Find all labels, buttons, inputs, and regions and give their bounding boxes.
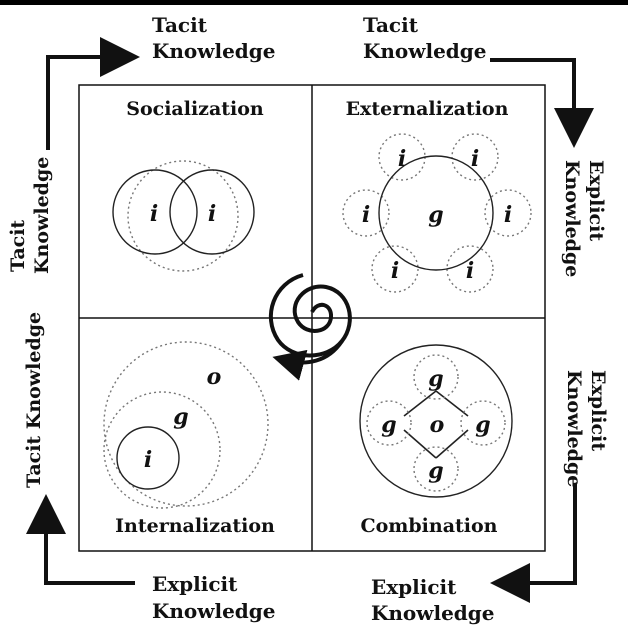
int-group-circle — [103, 391, 221, 509]
socialization-group-circle — [127, 160, 239, 272]
comb-node-circle-top — [413, 354, 459, 400]
int-letter-i: i — [144, 447, 152, 473]
quadrant-title-internalization: Internalization — [115, 515, 275, 537]
ext-satellite-circle-3 — [342, 189, 390, 237]
side-label-right-upper-line1: Explicit — [585, 160, 607, 241]
int-letter-g: g — [173, 404, 188, 430]
corner-label-top-right-line1: Tacit — [363, 13, 419, 37]
side-label-right-lower-line2: Knowledge — [563, 370, 585, 487]
int-individual-circle — [116, 426, 180, 490]
comb-node-circle-right — [460, 400, 506, 446]
comb-edge-top-right — [435, 390, 469, 417]
corner-label-top-left-line1: Tacit — [152, 13, 208, 37]
corner-label-top-right-line2: Knowledge — [363, 39, 487, 63]
socialization-individual-circle-right — [169, 169, 255, 255]
side-label-right-upper-line2: Knowledge — [561, 160, 583, 277]
quadrant-title-socialization: Socialization — [126, 98, 264, 120]
arrow-top-right — [490, 58, 594, 148]
center-spiral-tail — [272, 339, 344, 381]
top-border-bar — [0, 0, 628, 5]
internalization-figure: o g i — [103, 341, 269, 509]
ext-group-circle — [378, 155, 494, 271]
ext-center-letter-g: g — [428, 202, 443, 228]
ext-satellite-letter-1: i — [398, 146, 406, 172]
socialization-letter-i-right: i — [208, 201, 216, 227]
int-letter-o: o — [207, 364, 222, 390]
ext-satellite-circle-5 — [371, 245, 419, 293]
comb-edge-bottom-right — [435, 429, 469, 459]
comb-edge-bottom-left — [403, 429, 437, 459]
corner-label-bottom-left-line1: Explicit — [152, 572, 238, 596]
quadrant-title-combination: Combination — [360, 515, 497, 537]
comb-edge-top-left — [403, 390, 437, 417]
comb-node-letter-top: g — [428, 366, 443, 392]
corner-label-bottom-left-line2: Knowledge — [152, 599, 276, 623]
externalization-figure: g i i i i i i — [342, 133, 532, 293]
arrow-bottom-right — [490, 483, 577, 603]
ext-satellite-letter-5: i — [391, 258, 399, 284]
corner-label-bottom-right-line1: Explicit — [371, 575, 457, 599]
int-organization-circle — [103, 341, 269, 507]
side-label-right-lower-line1: Explicit — [587, 370, 609, 451]
corner-label-bottom-right-line2: Knowledge — [371, 601, 495, 625]
ext-satellite-letter-4: i — [504, 202, 512, 228]
socialization-letter-i-left: i — [150, 201, 158, 227]
corner-label-top-left-line2: Knowledge — [152, 39, 276, 63]
side-label-left-lower: Tacit Knowledge — [23, 312, 45, 488]
ext-satellite-circle-2 — [451, 133, 499, 181]
socialization-individual-circle-left — [112, 169, 198, 255]
comb-node-letter-right: g — [475, 412, 490, 438]
comb-node-letter-bottom: g — [428, 458, 443, 484]
comb-center-letter-o: o — [430, 412, 445, 438]
socialization-figure: i i — [112, 160, 255, 272]
ext-satellite-letter-6: i — [466, 258, 474, 284]
arrow-bottom-left — [26, 494, 135, 585]
side-label-left-upper-line2: Knowledge — [31, 157, 53, 274]
quadrant-title-externalization: Externalization — [346, 98, 509, 120]
comb-organization-circle — [359, 344, 513, 498]
comb-node-letter-left: g — [381, 412, 396, 438]
comb-node-circle-left — [366, 400, 412, 446]
side-label-left-upper-line1: Tacit — [7, 220, 29, 272]
ext-satellite-circle-4 — [484, 189, 532, 237]
combination-figure: g g g g o — [359, 344, 513, 498]
ext-satellite-letter-3: i — [362, 202, 370, 228]
comb-node-circle-bottom — [413, 446, 459, 492]
ext-satellite-letter-2: i — [471, 146, 479, 172]
center-spiral — [268, 273, 352, 358]
arrow-top-left — [46, 37, 140, 150]
